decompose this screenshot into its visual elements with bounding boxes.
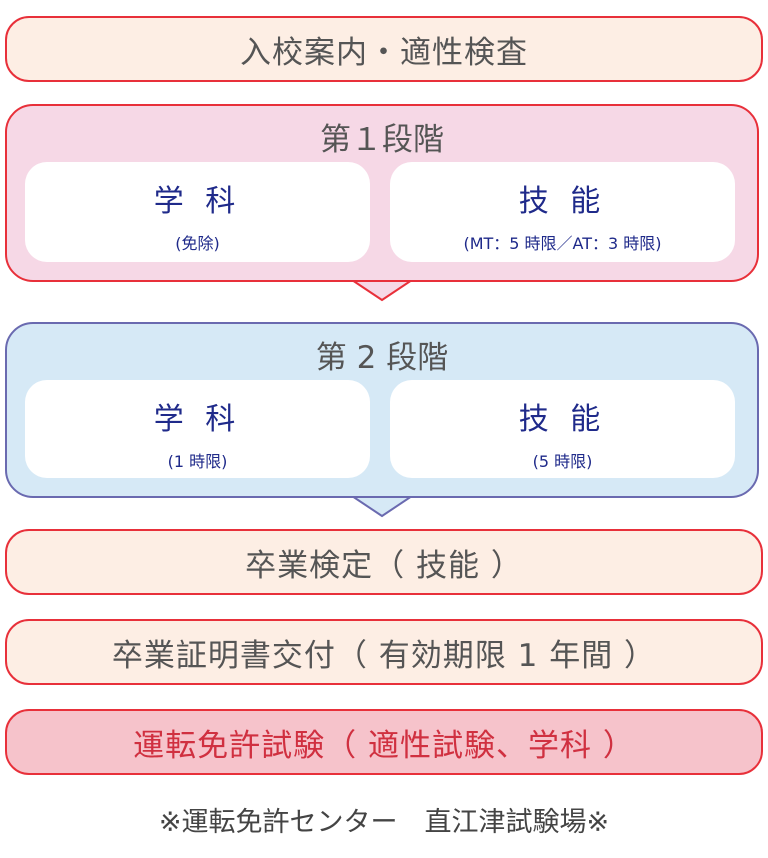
- skills-title: 技 能: [518, 402, 607, 437]
- stage-2: 第 2 段階 学 科 (1 時限) 技 能 (5 時限): [5, 322, 759, 498]
- stage-1: 第１段階 学 科 (免除) 技 能 (MT：5 時限／AT：3 時限): [5, 104, 759, 282]
- skills-sub: (MT：5 時限／AT：3 時限): [463, 234, 662, 253]
- academic-title: 学 科: [153, 402, 242, 437]
- stage-2-skills: 技 能 (5 時限): [390, 380, 735, 478]
- stage-2-title: 第 2 段階: [315, 340, 449, 376]
- step-admission: 入校案内・適性検査: [5, 16, 763, 82]
- academic-sub: (1 時限): [167, 452, 228, 471]
- skills-sub: (5 時限): [532, 452, 593, 471]
- stage-1-skills: 技 能 (MT：5 時限／AT：3 時限): [390, 162, 735, 262]
- stage-1-academic: 学 科 (免除): [25, 162, 370, 262]
- stage-2-academic: 学 科 (1 時限): [25, 380, 370, 478]
- step-license-exam: 運転免許試験（ 適性試験、学科 ）: [5, 709, 763, 775]
- footer-note: ※運転免許センター 直江津試験場※: [158, 807, 610, 838]
- stage-1-title: 第１段階: [320, 122, 444, 158]
- step-certificate: 卒業証明書交付（ 有効期限 1 年間 ）: [5, 619, 763, 685]
- step-graduation-exam: 卒業検定（ 技能 ）: [5, 529, 763, 595]
- skills-title: 技 能: [518, 184, 607, 219]
- academic-sub: (免除): [175, 234, 220, 253]
- academic-title: 学 科: [153, 184, 242, 219]
